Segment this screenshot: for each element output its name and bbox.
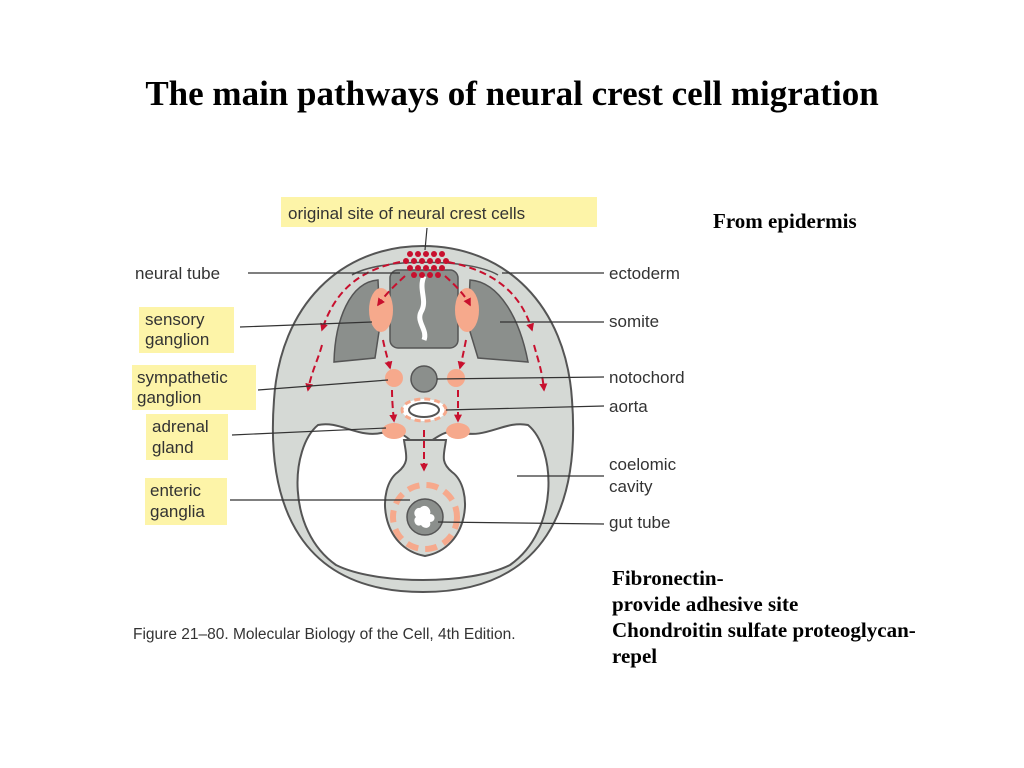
migration-pathways xyxy=(305,261,548,472)
label-adrenal-1: adrenal xyxy=(152,417,209,436)
label-gut-tube: gut tube xyxy=(609,513,670,532)
label-coelomic-2: cavity xyxy=(609,477,653,496)
label-enteric-1: enteric xyxy=(150,481,202,500)
note-line-2: provide adhesive site xyxy=(612,592,799,616)
label-coelomic-1: coelomic xyxy=(609,455,677,474)
note-epidermis-text: From epidermis xyxy=(713,209,857,233)
highlight-sympathetic xyxy=(132,365,256,410)
highlight-adrenal xyxy=(146,414,228,460)
label-neural-tube: neural tube xyxy=(135,264,220,283)
adrenal-gland-left xyxy=(382,423,406,439)
label-sympathetic-2: ganglion xyxy=(137,388,201,407)
adrenal-gland-right xyxy=(446,423,470,439)
label-sensory-1: sensory xyxy=(145,310,205,329)
sensory-ganglion-left xyxy=(369,288,393,332)
note-ecm: Fibronectin- provide adhesive site Chond… xyxy=(612,565,916,669)
label-adrenal-2: gland xyxy=(152,438,194,457)
neural-tube-lumen xyxy=(417,275,428,341)
sympathetic-ganglion-left xyxy=(385,369,403,387)
label-aorta: aorta xyxy=(609,397,648,416)
ectoderm-line xyxy=(351,261,499,276)
highlight-sensory xyxy=(139,307,234,353)
somite-left xyxy=(333,279,381,363)
label-ectoderm: ectoderm xyxy=(609,264,680,283)
label-original-site: original site of neural crest cells xyxy=(288,204,525,223)
label-enteric-2: ganglia xyxy=(150,502,205,521)
highlight-enteric xyxy=(145,478,227,525)
note-line-4: repel xyxy=(612,644,658,668)
note-line-3: Chondroitin sulfate proteoglycan- xyxy=(612,618,916,642)
aorta xyxy=(408,402,440,418)
label-notochord: notochord xyxy=(609,368,685,387)
label-somite: somite xyxy=(609,312,659,331)
page-title: The main pathways of neural crest cell m… xyxy=(145,74,879,113)
notochord xyxy=(410,365,438,393)
gut-lumen xyxy=(414,505,435,528)
note-line-1: Fibronectin- xyxy=(612,566,724,590)
label-sympathetic-1: sympathetic xyxy=(137,368,228,387)
sympathetic-ganglion-right xyxy=(447,369,465,387)
enteric-ganglia-ring xyxy=(390,482,460,552)
neural-crest-cells xyxy=(403,251,449,278)
sensory-ganglion-right xyxy=(455,288,479,332)
somite-right xyxy=(467,279,529,363)
gut-mesentery xyxy=(384,439,466,558)
leader-lines xyxy=(230,227,605,525)
figure-caption: Figure 21–80. Molecular Biology of the C… xyxy=(133,626,516,643)
highlight-original-site xyxy=(281,197,597,227)
note-epidermis: From epidermis xyxy=(713,208,857,234)
label-sensory-2: ganglion xyxy=(145,330,209,349)
